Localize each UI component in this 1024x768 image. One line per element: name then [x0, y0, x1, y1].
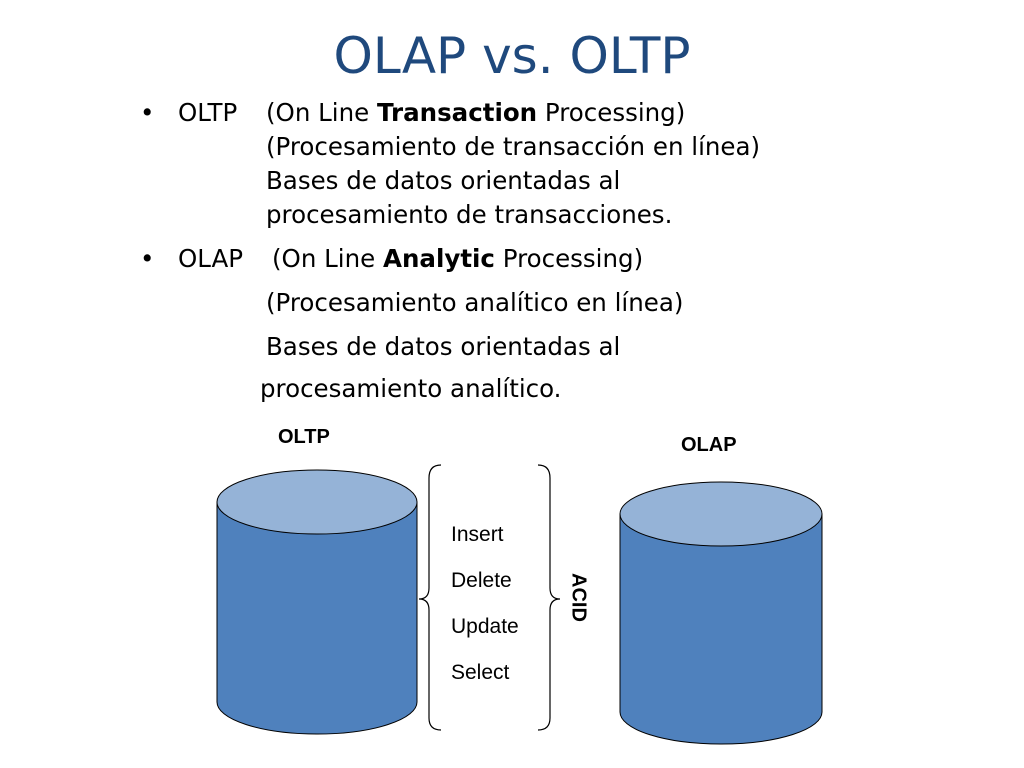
slide-title: OLAP vs. OLTP — [333, 27, 691, 85]
operation-insert: Insert — [451, 523, 504, 546]
olap-cylinder-icon — [619, 481, 823, 745]
bullet-oltp-close: Processing) — [537, 98, 686, 127]
bullet-olap-expansion: (On Line Analytic Processing) — [272, 244, 643, 273]
bullet-oltp-line-3: procesamiento de transacciones. — [266, 200, 673, 229]
acid-label: ACID — [567, 573, 590, 622]
bullet-olap-term: OLAP — [178, 244, 244, 273]
bullet-oltp-line-1: (Procesamiento de transacción en línea) — [266, 132, 761, 161]
bullet-oltp-line-2: Bases de datos orientadas al — [266, 166, 621, 195]
left-brace-icon — [418, 464, 442, 731]
bullet-dot-icon: • — [140, 98, 155, 127]
oltp-cylinder-icon — [216, 469, 418, 735]
oltp-label: OLTP — [278, 426, 330, 448]
bullet-olap-line-2: Bases de datos orientadas al — [266, 332, 621, 361]
operation-delete: Delete — [451, 569, 512, 592]
bullet-olap-bold: Analytic — [383, 244, 495, 273]
bullet-olap-close: Processing) — [494, 244, 644, 273]
operation-select: Select — [451, 661, 510, 684]
bullet-oltp-expansion: (On Line Transaction Processing) — [266, 98, 685, 127]
bullet-oltp-open: (On Line — [266, 98, 378, 127]
bullet-dot-icon: • — [140, 244, 155, 273]
operation-update: Update — [451, 615, 519, 638]
bullet-oltp-bold: Transaction — [377, 98, 538, 127]
bullet-oltp-term: OLTP — [178, 98, 238, 127]
olap-label: OLAP — [681, 434, 737, 456]
right-brace-icon — [537, 464, 561, 731]
bullet-olap-line-3: procesamiento analítico. — [260, 374, 562, 403]
bullet-olap-open: (On Line — [272, 244, 384, 273]
bullet-olap-line-1: (Procesamiento analítico en línea) — [266, 288, 684, 317]
